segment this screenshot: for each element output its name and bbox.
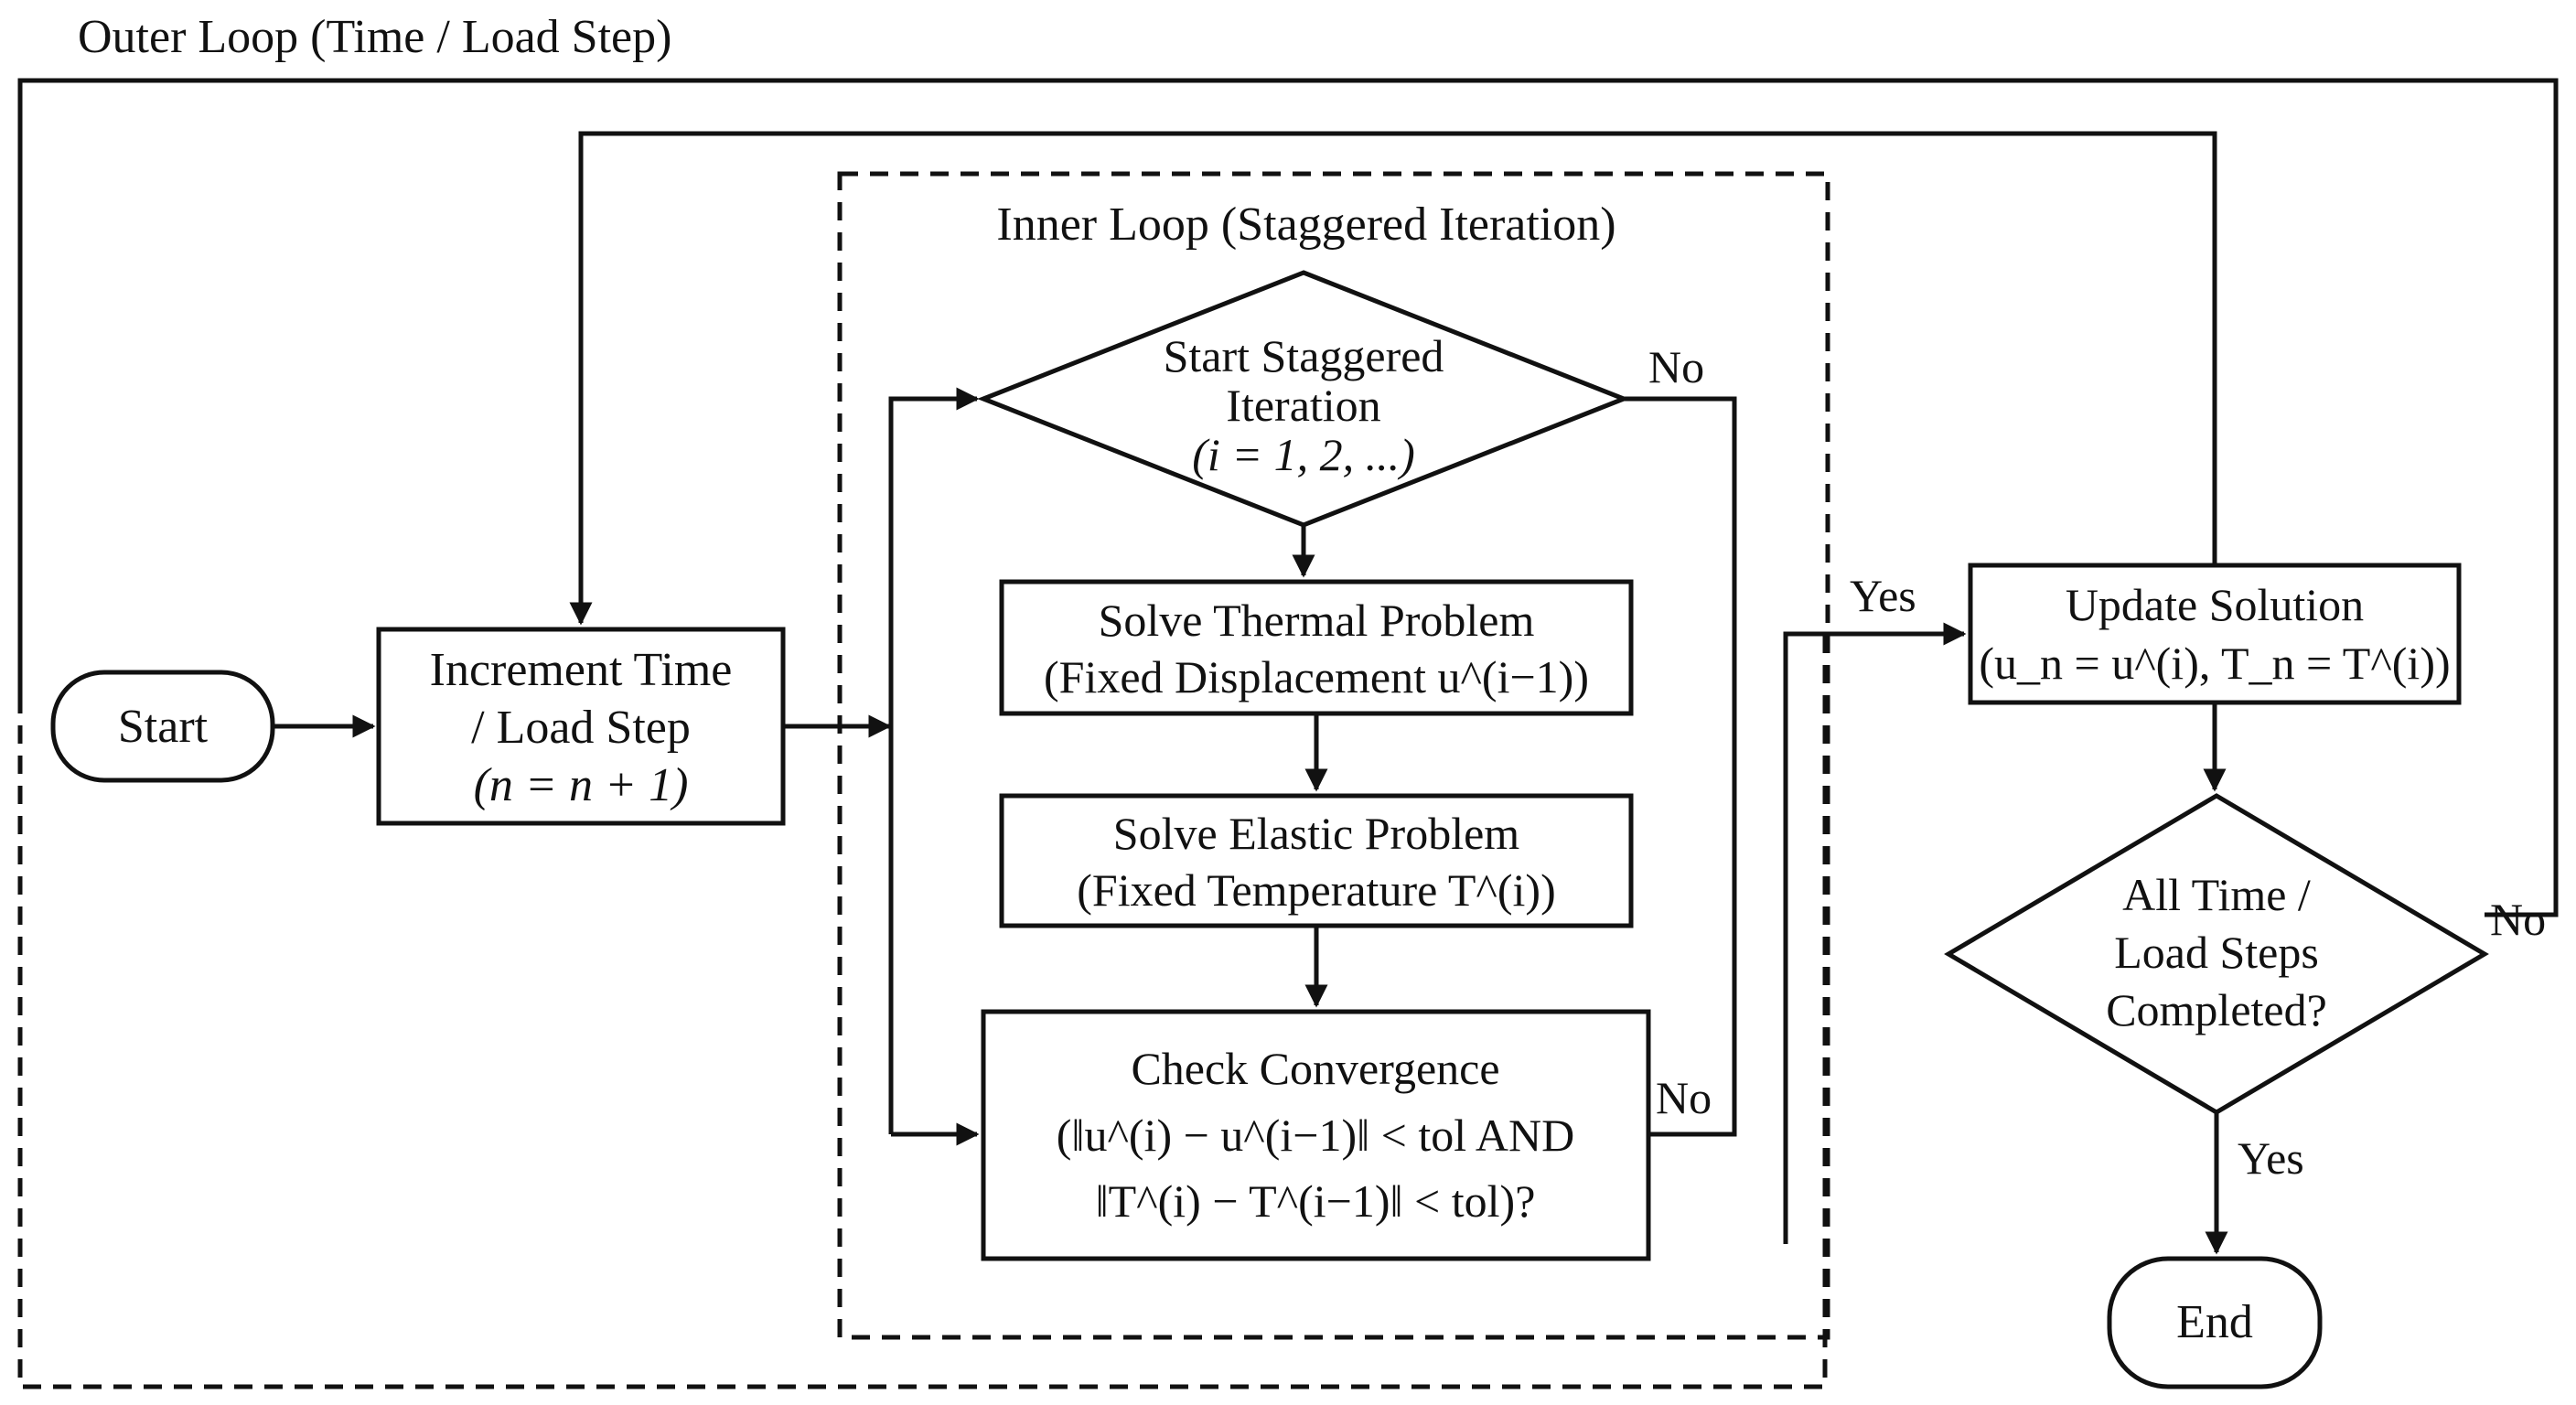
label-convergence-no: No xyxy=(1656,1072,1712,1123)
arrow-convergence-yes-to-update xyxy=(1783,622,1967,1244)
inner-loop-border xyxy=(837,171,1830,1340)
svg-text:End: End xyxy=(2176,1296,2253,1348)
check-convergence-node: Check Convergence (‖u^(i) − u^(i−1)‖ < t… xyxy=(981,1009,1651,1261)
stagger-line3: (i = 1, 2, ...) xyxy=(1192,429,1414,480)
arrow-inner-left-to-stagger xyxy=(888,387,980,1134)
all-steps-completed-node: All Time / Load Steps Completed? xyxy=(1944,793,2489,1115)
update-solution-node: Update Solution (u_n = u^(i), T_n = T^(i… xyxy=(1968,563,2462,705)
convergence-line3: ‖T^(i) − T^(i−1)‖ < tol)? xyxy=(1096,1175,1536,1227)
solve-elastic-node: Solve Elastic Problem (Fixed Temperature… xyxy=(999,793,1634,928)
label-all-done-yes: Yes xyxy=(2238,1132,2304,1184)
thermal-line1: Solve Thermal Problem xyxy=(1099,595,1535,646)
arrow-update-back-to-increment xyxy=(569,131,2217,626)
outer-loop-border-dashed xyxy=(17,631,1828,1389)
all-done-line3: Completed? xyxy=(2106,984,2327,1035)
label-stagger-no: No xyxy=(1648,341,1704,392)
svg-text:Start: Start xyxy=(118,701,209,753)
outer-loop-border-solid xyxy=(17,78,2559,917)
label-convergence-yes: Yes xyxy=(1850,570,1916,621)
solve-thermal-node: Solve Thermal Problem (Fixed Displacemen… xyxy=(999,579,1634,716)
all-done-line1: All Time / xyxy=(2122,869,2311,920)
all-done-line2: Load Steps xyxy=(2114,927,2319,978)
stagger-line2: Iteration xyxy=(1226,380,1380,431)
elastic-line2: (Fixed Temperature T^(i)) xyxy=(1077,864,1556,916)
increment-time-node: Increment Time / Load Step (n = n + 1) xyxy=(376,627,786,826)
thermal-line2: (Fixed Displacement u^(i−1)) xyxy=(1044,651,1589,702)
convergence-line1: Check Convergence xyxy=(1131,1043,1499,1094)
update-line1: Update Solution xyxy=(2066,579,2364,630)
increment-line1: Increment Time xyxy=(430,644,733,696)
update-line2: (u_n = u^(i), T_n = T^(i)) xyxy=(1979,638,2450,689)
elastic-line1: Solve Elastic Problem xyxy=(1113,808,1519,859)
convergence-line2: (‖u^(i) − u^(i−1)‖ < tol AND xyxy=(1057,1110,1574,1161)
increment-line3: (n = n + 1) xyxy=(474,759,689,811)
inner-loop-title: Inner Loop (Staggered Iteration) xyxy=(996,198,1615,251)
start-staggered-iteration-node: Start Staggered Iteration (i = 1, 2, ...… xyxy=(977,270,1630,528)
outer-loop-title: Outer Loop (Time / Load Step) xyxy=(78,11,671,63)
end-node: End xyxy=(2107,1256,2323,1389)
line-no-loop-right xyxy=(1624,396,1737,1137)
start-node: Start xyxy=(50,670,275,783)
label-all-done-no: No xyxy=(2490,894,2546,945)
stagger-line1: Start Staggered xyxy=(1164,330,1444,381)
increment-line2: / Load Step xyxy=(471,702,691,754)
